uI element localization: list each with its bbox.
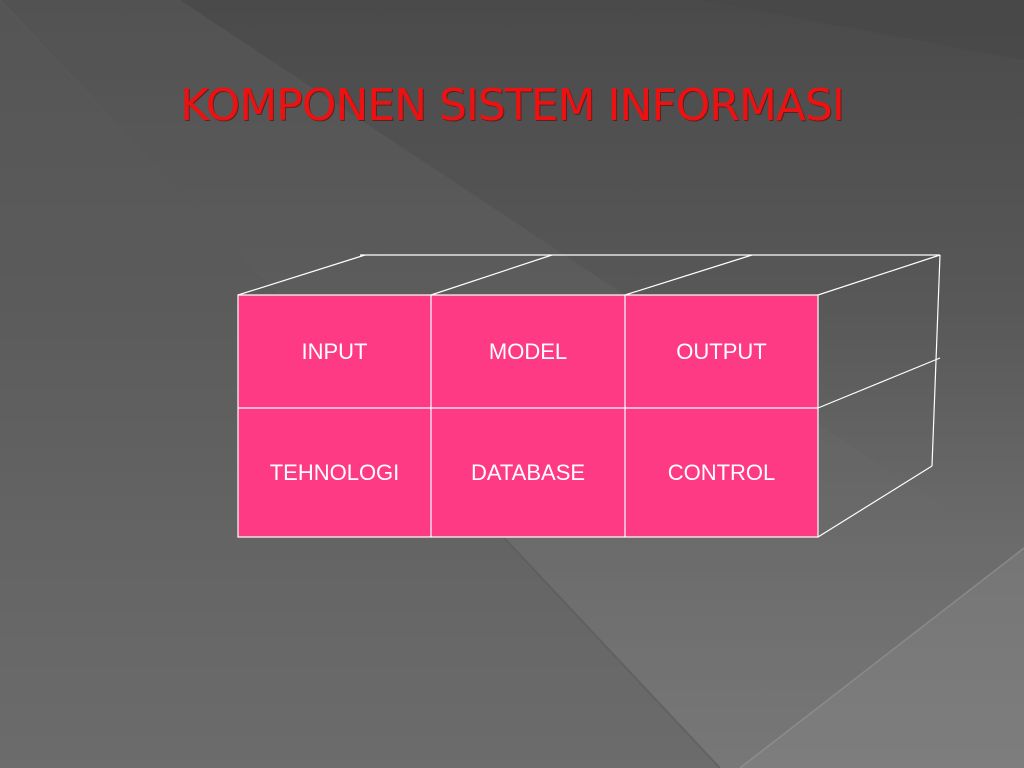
front-face [238,295,818,537]
cell-bg-database [431,408,625,537]
cell-database: DATABASE [470,459,586,485]
cell-bg-output [625,295,818,408]
cell-input: INPUT [301,338,368,364]
cell-bg-input [238,295,431,408]
cell-bg-tehnologi [238,408,431,537]
cell-tehnologi: TEHNOLOGI [269,459,400,485]
cell-bg-model [431,295,625,408]
cell-bg-control [625,408,818,537]
cell-model: MODEL [488,338,568,364]
box-edges [237,254,941,538]
cell-control: CONTROL [667,459,776,485]
slide-title: KOMPONEN SISTEM INFORMASI [180,80,845,131]
cell-output: OUTPUT [676,338,767,364]
